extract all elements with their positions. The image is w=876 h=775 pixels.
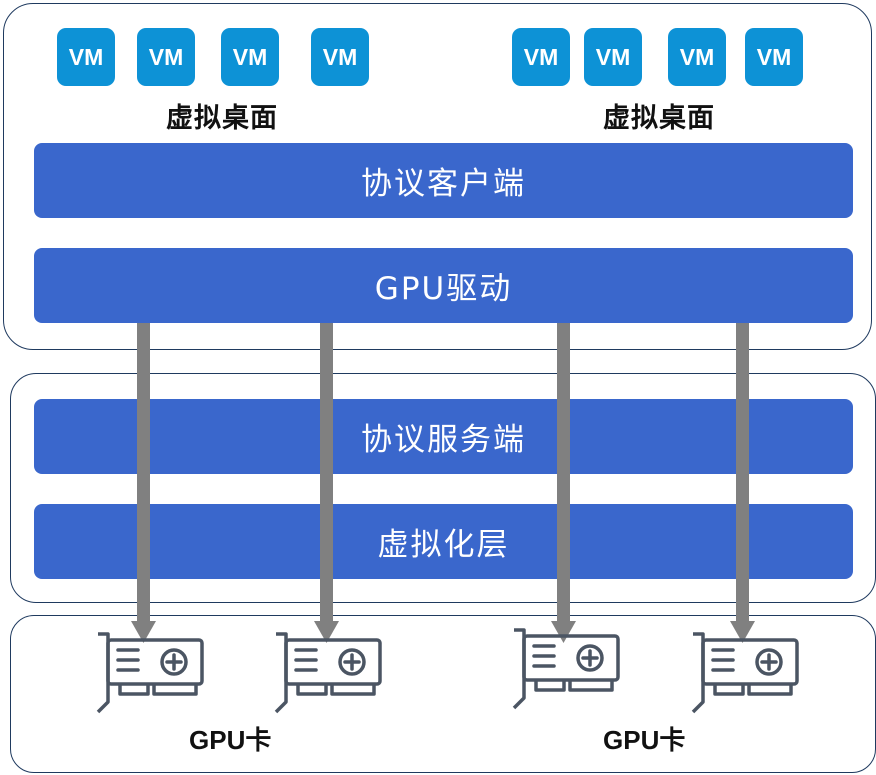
gpu-card-label-right: GPU卡: [603, 725, 686, 755]
vm-box: VM: [512, 28, 570, 86]
vm-box: VM: [311, 28, 369, 86]
gpu-card-icon: [512, 628, 620, 710]
vm-box: VM: [668, 28, 726, 86]
vm-box: VM: [57, 28, 115, 86]
arrow-down-icon: [314, 323, 339, 643]
virtual-desktop-label-left: 虚拟桌面: [166, 103, 278, 134]
arrow-down-icon: [730, 323, 755, 643]
virtual-desktop-label-right: 虚拟桌面: [603, 103, 715, 134]
gpu-card-icon: [691, 632, 799, 714]
gpu-card-icon: [274, 632, 382, 714]
vm-box: VM: [137, 28, 195, 86]
gpu-driver-layer: GPU驱动: [34, 248, 853, 323]
arrow-down-icon: [131, 323, 156, 643]
vm-box: VM: [584, 28, 642, 86]
gpu-card-icon: [96, 632, 204, 714]
gpu-card-label-left: GPU卡: [189, 725, 272, 755]
vm-box: VM: [221, 28, 279, 86]
vm-box: VM: [745, 28, 803, 86]
virtualization-layer: 虚拟化层: [34, 504, 853, 579]
arrow-down-icon: [551, 323, 576, 643]
protocol-client-layer: 协议客户端: [34, 143, 853, 218]
protocol-server-layer: 协议服务端: [34, 399, 853, 474]
